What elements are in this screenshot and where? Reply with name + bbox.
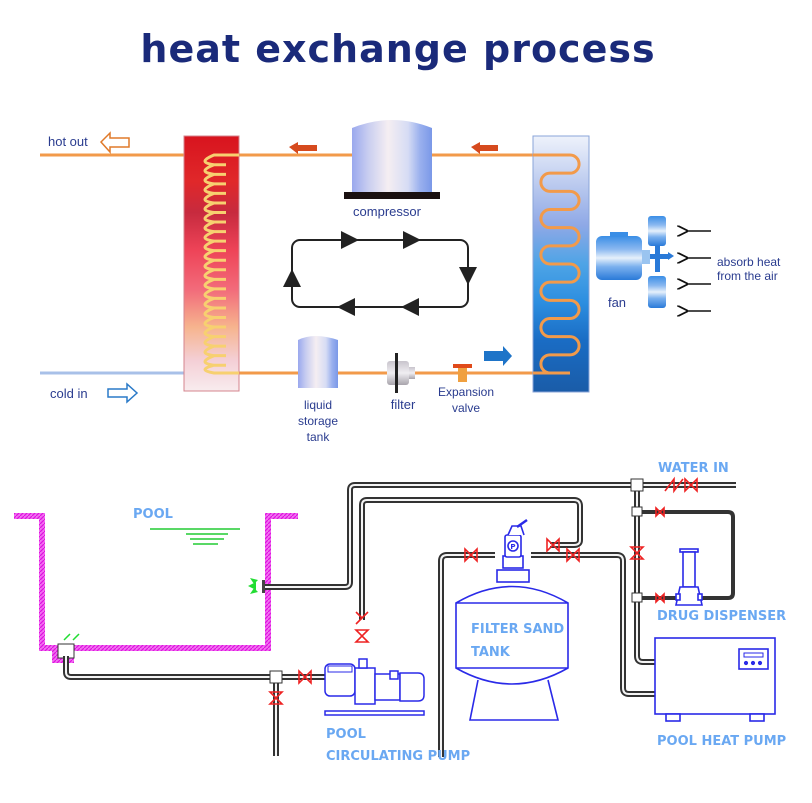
flow-arrow-icon: [289, 142, 317, 154]
pipe-junction: [631, 592, 643, 603]
fan-label: fan: [608, 295, 626, 310]
flow-arrow-icon: [471, 142, 498, 154]
valve-icon: [354, 629, 370, 643]
pool-system: POOL: [14, 461, 786, 764]
return-inlet: [262, 580, 265, 593]
pool-circulating-pump: [324, 658, 425, 716]
drain-flow-icon: [63, 633, 80, 641]
fan-blade: [648, 216, 666, 246]
filter-sand-tank: [455, 518, 569, 721]
expansion-valve-label-line2: valve: [452, 401, 480, 415]
fan-blade: [648, 276, 666, 308]
pipe-junction: [269, 670, 283, 684]
absorb-heat-label-line2: from the air: [717, 269, 778, 283]
pool-heat-pump: [654, 637, 776, 722]
cold-flow-arrow-icon: [484, 346, 512, 366]
cold-in-arrow-icon: [107, 382, 139, 404]
valve-icon: [546, 537, 560, 553]
pool-heat-pump-label: POOL HEAT PUMP: [657, 734, 786, 749]
valve-icon: [684, 477, 698, 493]
pipe-junction: [631, 506, 643, 517]
tank-label-line3: tank: [307, 430, 331, 444]
compressor-label: compressor: [353, 204, 422, 219]
hot-out-arrow-icon: [99, 131, 130, 154]
cycle-loop: [283, 231, 477, 316]
check-valve-icon: [355, 611, 369, 625]
water-level-icon: [150, 528, 240, 545]
valves: [268, 476, 698, 705]
liquid-storage-tank: liquid storage tank: [298, 336, 338, 444]
cold-in-label: cold in: [50, 386, 88, 401]
valve-icon: [655, 506, 665, 518]
filter-sand-tank-label-line2: TANK: [471, 645, 511, 660]
inlet-flow-icon: [248, 578, 258, 594]
filter-label: filter: [391, 397, 416, 412]
heat-pump-display: [738, 648, 769, 670]
expansion-valve: Expansion valve: [438, 364, 494, 415]
pipe: [63, 656, 325, 680]
refrigeration-cycle: hot out cold in compressor: [40, 120, 781, 444]
pool-label: POOL: [133, 507, 173, 522]
evaporator-coil: [533, 153, 581, 375]
condenser-coil: [203, 153, 239, 375]
air-flow-arrows: [686, 231, 711, 311]
hot-out-label: hot out: [48, 134, 88, 149]
valve-icon: [566, 547, 580, 563]
water-in-label: WATER IN: [658, 461, 729, 476]
main-drain: [57, 643, 75, 659]
valve-icon: [464, 547, 478, 563]
fan: fan: [596, 216, 674, 310]
pipe-network: [63, 482, 736, 757]
expansion-valve-label-line1: Expansion: [438, 385, 494, 399]
valve-icon: [629, 546, 645, 560]
absorb-heat-label-line1: absorb heat: [717, 255, 781, 269]
page-title: heat exchange process: [140, 27, 655, 71]
valve-icon: [268, 691, 284, 705]
valve-marker: P: [510, 543, 515, 551]
filter: filter: [387, 353, 416, 412]
pump-label-line1: POOL: [326, 727, 366, 742]
pipe: [637, 510, 735, 600]
tank-label-line2: storage: [298, 414, 338, 428]
fan-motor: [596, 236, 642, 280]
valve-icon: [298, 669, 312, 685]
check-valve-icon: [664, 476, 684, 494]
valve-icon: [655, 592, 665, 604]
tank-label-line1: liquid: [304, 398, 332, 412]
drug-dispenser: [675, 548, 703, 606]
drug-dispenser-label: DRUG DISPENSER: [657, 609, 786, 624]
filter-sand-tank-label-line1: FILTER SAND: [471, 622, 564, 637]
pump-label-line2: CIRCULATING PUMP: [326, 749, 470, 764]
compressor: compressor: [344, 120, 440, 219]
pipe-junction: [630, 478, 644, 492]
pool-wall: [14, 513, 298, 651]
